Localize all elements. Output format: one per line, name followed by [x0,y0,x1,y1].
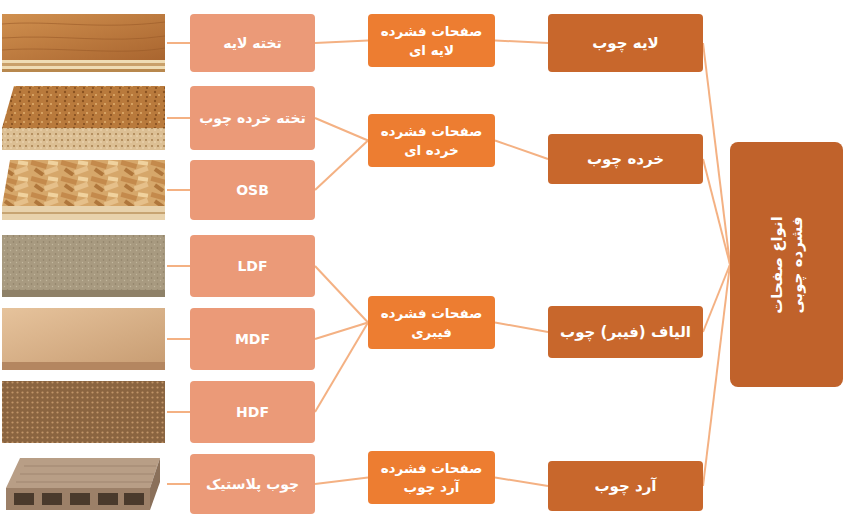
ldf-picture [2,235,165,297]
panel-group-box: صفحات فشرده خرده ای [368,114,495,167]
connector-line [495,141,548,160]
deck-hole [98,493,118,505]
panel-type-box: HDF [190,381,315,443]
ply-layer [2,63,165,66]
plywood-picture [2,14,165,72]
box-label: انواع صفحات فشرده چوبی [766,208,807,321]
box-label: صفحات فشرده لایه ای [368,18,495,62]
connector-line [495,41,548,44]
box-label: صفحات فشرده فیبری [368,300,495,344]
box-label: الیاف (فیبر) چوب [554,318,697,346]
deck-grooves [16,466,156,482]
connector-line [315,266,368,323]
hdf-face [2,381,165,443]
connector-line [315,323,368,413]
wood-grain [2,22,165,51]
deck-hole [14,493,34,505]
connector-line [703,265,730,487]
osb-edge-line [2,212,165,214]
connector-line [315,141,368,191]
picture-leader [167,189,190,191]
plywood-face [2,14,165,60]
panel-type-box: MDF [190,308,315,370]
material-box: آرد چوب [548,461,703,511]
deck-hole [124,493,144,505]
deck-hole [70,493,90,505]
hdf-picture [2,381,165,443]
ply-layer [2,60,165,63]
wpc-picture [6,458,160,510]
connector-line [315,41,368,44]
box-label: HDF [230,399,275,426]
panel-group-box: صفحات فشرده فیبری [368,296,495,349]
osb-face [2,160,165,206]
picture-leader [167,265,190,267]
deck-front [6,488,150,510]
picture-leader [167,117,190,119]
material-box: خرده چوب [548,134,703,184]
picture-leader [167,42,190,44]
picture-leader [167,483,190,485]
chip-edge [2,128,165,150]
picture-leader [167,338,190,340]
mdf-edge [2,362,165,370]
panel-type-box: تخته خرده چوب [190,86,315,150]
panel-type-box: چوب پلاستیک [190,454,315,514]
osb-edge [2,206,165,220]
box-label: تخته خرده چوب [193,105,311,132]
panel-group-box: صفحات فشرده آرد چوب [368,451,495,504]
box-label: OSB [230,177,275,204]
mdf-picture [2,308,165,370]
mdf-face [2,308,165,362]
ply-layer [2,69,165,72]
picture-leaders [167,43,190,484]
connector-line [495,323,548,333]
connector-line [703,159,730,265]
ldf-face [2,235,165,290]
panel-group-box: صفحات فشرده لایه ای [368,14,495,67]
connector-line [315,118,368,141]
box-label: خرده چوب [581,145,670,173]
deck-hole [42,493,62,505]
material-box: لایه چوب [548,14,703,72]
box-label: صفحات فشرده آرد چوب [368,455,495,499]
panel-type-box: تخته لایه [190,14,315,72]
box-label: تخته لایه [217,30,288,57]
box-label: MDF [229,326,276,353]
box-label: آرد چوب [589,472,663,500]
material-box: الیاف (فیبر) چوب [548,306,703,358]
chip-face [2,86,165,128]
box-label: چوب پلاستیک [200,471,305,498]
box-label: LDF [231,253,273,280]
deck-top [6,458,160,488]
category-box: انواع صفحات فشرده چوبی [730,142,843,387]
connector-line [703,43,730,265]
connector-line [495,478,548,487]
particleboard-picture [2,86,165,150]
panel-type-box: LDF [190,235,315,297]
box-label: لایه چوب [586,29,664,57]
deck-side [150,458,160,510]
connector-line [315,478,368,485]
panel-type-box: OSB [190,160,315,220]
box-label: صفحات فشرده خرده ای [368,118,495,162]
ply-layer [2,66,165,69]
picture-leader [167,411,190,413]
ldf-edge [2,290,165,297]
osb-picture [2,160,165,220]
